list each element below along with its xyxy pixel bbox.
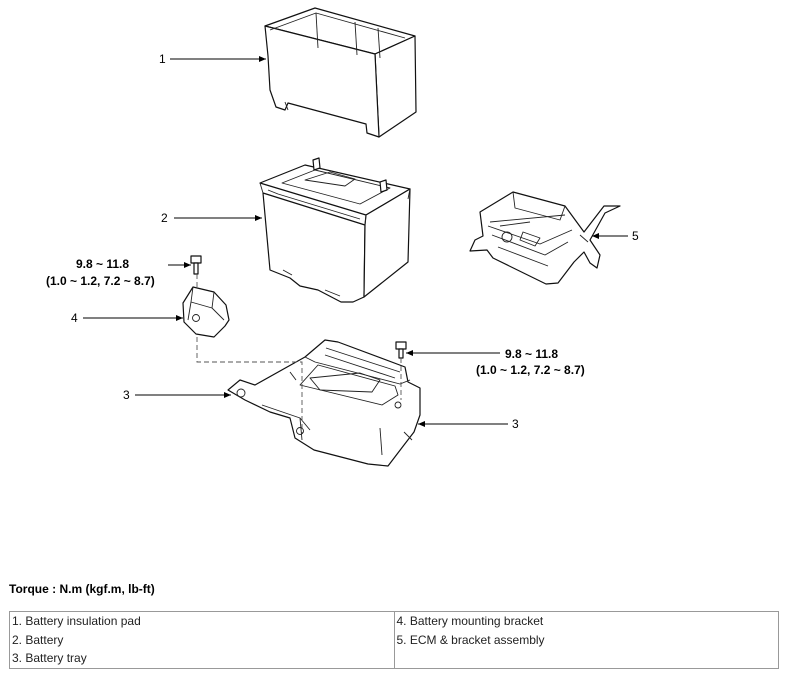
battery-tray [227, 339, 421, 467]
legend-item: 2. Battery [12, 632, 64, 647]
torque-right-imperial: (1.0 ~ 1.2, 7.2 ~ 8.7) [476, 363, 585, 377]
torque-right-value: 9.8 ~ 11.8 [505, 347, 558, 361]
callout-5: 5 [632, 229, 639, 243]
battery-insulation-pad [264, 7, 417, 138]
legend-column-left: 1. Battery insulation pad 2. Battery 3. … [10, 612, 394, 668]
torque-left-value: 9.8 ~ 11.8 [76, 257, 129, 271]
parts-legend-table: 1. Battery insulation pad 2. Battery 3. … [9, 611, 779, 669]
legend-item: 4. Battery mounting bracket [396, 614, 544, 628]
battery [259, 157, 411, 303]
ecm-bracket-assembly [469, 191, 621, 285]
torque-left-imperial: (1.0 ~ 1.2, 7.2 ~ 8.7) [46, 274, 155, 288]
legend-item: 5. ECM & bracket assembly [396, 632, 545, 647]
legend-item: 3. Battery tray [12, 651, 87, 665]
battery-mounting-bracket [182, 286, 230, 338]
legend-item: 1. Battery insulation pad [12, 614, 141, 628]
torque-unit-heading: Torque : N.m (kgf.m, lb-ft) [9, 582, 155, 596]
callout-1: 1 [159, 52, 166, 66]
callout-4: 4 [71, 311, 78, 325]
exploded-view-diagram: 1 2 3 3 4 5 9.8 ~ 11.8 (1.0 ~ 1.2, 7.2 ~… [46, 7, 639, 467]
callout-2: 2 [161, 211, 168, 225]
bolt-right [395, 341, 407, 359]
alignment-line [196, 337, 303, 433]
legend-column-right: 4. Battery mounting bracket 5. ECM & bra… [393, 612, 779, 668]
callout-3: 3 [512, 417, 519, 431]
callout-3: 3 [123, 388, 130, 402]
bolt-left [190, 255, 202, 275]
